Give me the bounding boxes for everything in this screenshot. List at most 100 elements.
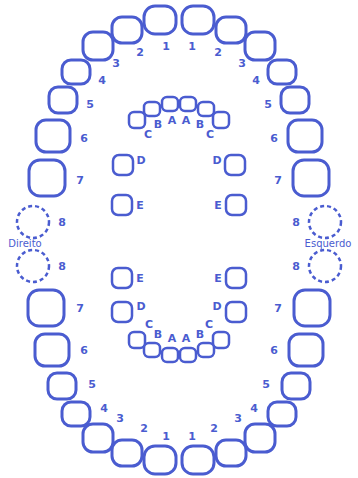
tooth-label: 7: [274, 303, 282, 314]
tooth-label: 6: [270, 345, 278, 356]
tooth: [245, 424, 275, 452]
primary-tooth: [112, 195, 132, 215]
tooth-label: D: [212, 155, 221, 166]
tooth: [282, 373, 310, 399]
primary-tooth: [112, 268, 132, 288]
tooth: [28, 290, 64, 326]
tooth-label: 4: [98, 75, 106, 86]
tooth-label: B: [196, 119, 204, 130]
missing-tooth: [17, 250, 49, 282]
tooth-label: 8: [292, 261, 300, 272]
tooth-label: 3: [116, 413, 124, 424]
tooth: [144, 446, 176, 474]
tooth: [35, 334, 69, 366]
tooth-label: 8: [58, 261, 66, 272]
tooth-label: 5: [88, 379, 96, 390]
tooth-label: C: [144, 129, 152, 140]
primary-tooth: [198, 102, 214, 116]
primary-tooth: [113, 155, 133, 175]
tooth-label: 5: [262, 379, 270, 390]
tooth: [216, 17, 246, 43]
tooth: [281, 87, 309, 113]
tooth-label: D: [212, 301, 221, 312]
tooth: [216, 440, 246, 466]
tooth: [268, 60, 296, 84]
tooth: [182, 6, 214, 34]
tooth-label: 2: [210, 423, 218, 434]
primary-tooth: [180, 97, 196, 111]
tooth-label: 1: [162, 431, 170, 442]
tooth-label: 4: [252, 75, 260, 86]
tooth-label: A: [168, 333, 177, 344]
tooth-label: B: [196, 329, 204, 340]
tooth-label: B: [154, 119, 162, 130]
missing-tooth: [309, 250, 341, 282]
tooth-label: A: [182, 333, 191, 344]
tooth-label: 6: [80, 345, 88, 356]
tooth: [83, 32, 113, 60]
primary-tooth: [162, 348, 178, 362]
side-label: Direito: [8, 239, 41, 249]
tooth-label: 1: [188, 41, 196, 52]
tooth-label: 6: [270, 133, 278, 144]
tooth-label: 1: [162, 41, 170, 52]
tooth: [62, 60, 90, 84]
tooth: [289, 334, 323, 366]
primary-tooth: [198, 343, 214, 357]
primary-tooth: [129, 112, 145, 128]
tooth: [268, 402, 296, 426]
tooth-label: 3: [234, 413, 242, 424]
tooth-label: 7: [274, 175, 282, 186]
tooth-label: 5: [264, 99, 272, 110]
missing-tooth: [309, 206, 341, 238]
tooth-label: B: [154, 329, 162, 340]
tooth-label: 5: [86, 99, 94, 110]
primary-tooth: [144, 343, 160, 357]
tooth-label: 4: [250, 403, 258, 414]
primary-tooth: [180, 348, 196, 362]
tooth-label: C: [145, 319, 153, 330]
tooth-label: 8: [58, 217, 66, 228]
tooth: [49, 87, 77, 113]
tooth-label: 7: [76, 303, 84, 314]
tooth: [83, 424, 113, 452]
tooth: [245, 32, 275, 60]
tooth-label: 4: [100, 403, 108, 414]
primary-tooth: [112, 302, 132, 322]
tooth: [62, 402, 90, 426]
tooth: [48, 373, 76, 399]
tooth: [29, 160, 65, 196]
primary-tooth: [213, 112, 229, 128]
tooth: [36, 120, 70, 152]
tooth-label: 2: [136, 47, 144, 58]
tooth: [112, 17, 142, 43]
tooth-label: 2: [140, 423, 148, 434]
tooth-label: 7: [76, 175, 84, 186]
tooth-label: D: [136, 155, 145, 166]
tooth-label: E: [214, 273, 222, 284]
tooth-label: E: [136, 273, 144, 284]
tooth: [182, 446, 214, 474]
missing-tooth: [17, 206, 49, 238]
primary-tooth: [225, 155, 245, 175]
primary-tooth: [226, 302, 246, 322]
tooth-label: 1: [188, 431, 196, 442]
tooth-label: A: [182, 115, 191, 126]
tooth-label: A: [168, 115, 177, 126]
tooth: [294, 290, 330, 326]
tooth-label: 3: [112, 58, 120, 69]
tooth-label: 6: [80, 133, 88, 144]
tooth-label: C: [206, 129, 214, 140]
tooth: [293, 160, 329, 196]
tooth-label: E: [136, 200, 144, 211]
primary-tooth: [129, 332, 145, 348]
tooth: [288, 120, 322, 152]
primary-tooth: [213, 332, 229, 348]
tooth-label: C: [205, 319, 213, 330]
tooth-label: 2: [214, 47, 222, 58]
primary-tooth: [144, 102, 160, 116]
tooth: [112, 440, 142, 466]
tooth-label: 3: [238, 58, 246, 69]
